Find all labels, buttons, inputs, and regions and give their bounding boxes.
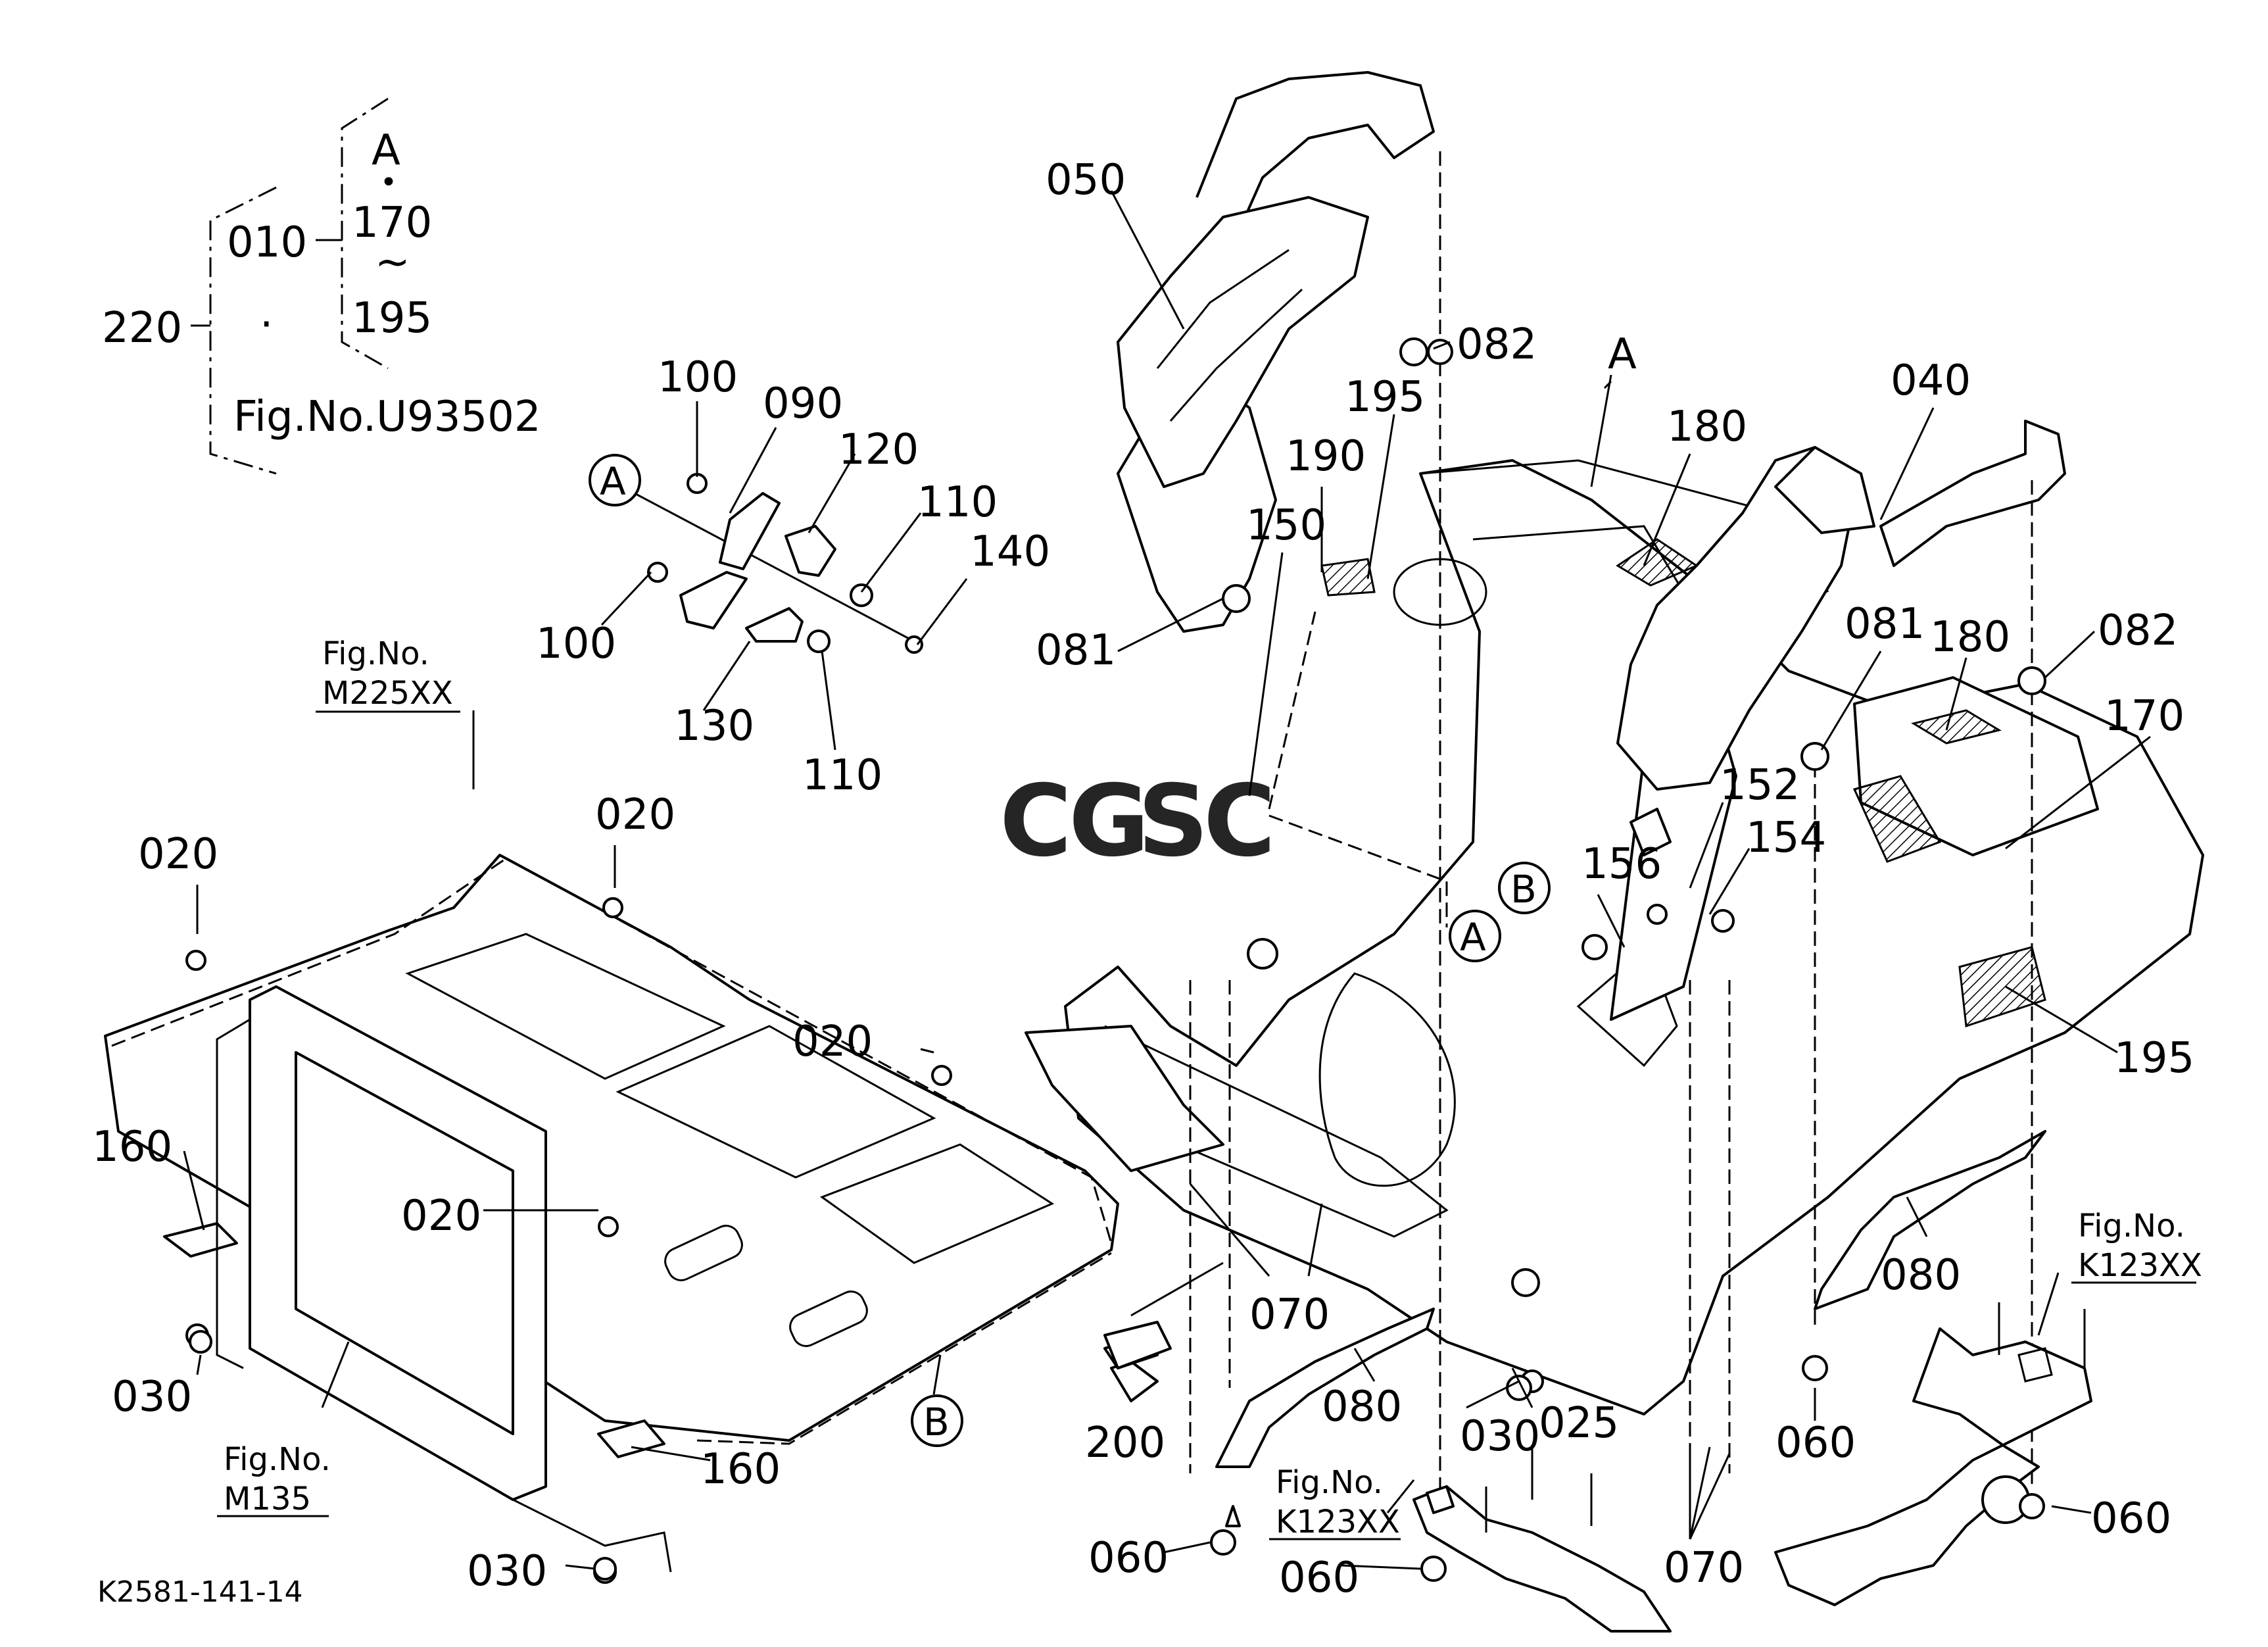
legend-inner-number: 010 xyxy=(227,218,307,267)
figure-references: Fig.No. M225XX Fig.No. M135 Fig.No. K123… xyxy=(217,635,2202,1540)
fig-ref-k123-left-label: Fig.No. xyxy=(1276,1464,1383,1501)
leader-lines xyxy=(183,190,2151,1570)
hardware xyxy=(185,337,2046,1582)
watermark-letter: C xyxy=(1000,764,1072,879)
callout-160: 160 xyxy=(92,1123,172,1171)
callout-050: 050 xyxy=(1046,156,1126,205)
callout-190: 190 xyxy=(1286,432,1366,481)
fig-ref-k123-right-number: K123XX xyxy=(2078,1247,2202,1284)
legend-dot: · xyxy=(260,301,273,349)
fig-ref-m135-number: M135 xyxy=(224,1481,311,1517)
callout-080: 080 xyxy=(1881,1251,1961,1300)
callout-150: 150 xyxy=(1246,501,1326,550)
watermark-letter: C xyxy=(1203,764,1276,879)
callout-020: 020 xyxy=(138,830,218,879)
callout-082: 082 xyxy=(2098,606,2178,655)
callout-070: 070 xyxy=(1664,1544,1744,1592)
callout-130: 130 xyxy=(674,702,754,750)
legend-range-end: 195 xyxy=(352,294,432,343)
callout-100: 100 xyxy=(658,353,738,402)
legend-fig-ref: Fig.No.U93502 xyxy=(233,393,541,441)
callout-200: 200 xyxy=(1085,1419,1165,1467)
callout-060: 060 xyxy=(1088,1534,1169,1583)
marker-a-floor-letter: A xyxy=(1460,915,1486,960)
fig-ref-m225-label: Fig.No. xyxy=(322,635,429,672)
legend-range-start: 170 xyxy=(352,199,432,247)
callout-156: 156 xyxy=(1581,840,1662,889)
linkage-k123-right xyxy=(1774,1302,2092,1606)
callout-030: 030 xyxy=(1460,1412,1540,1461)
diagram-code: K2581-141-14 xyxy=(97,1575,303,1609)
callout-170: 170 xyxy=(2104,692,2184,741)
marker-a-top: A xyxy=(1608,330,1637,379)
marker-b-floor: B xyxy=(923,1400,950,1444)
marker-b-mat: B xyxy=(1510,867,1537,912)
fig-ref-m225-number: M225XX xyxy=(322,675,453,712)
fender-deck-assembly xyxy=(1025,71,2204,1493)
fig-ref-k123-left-number: K123XX xyxy=(1276,1504,1400,1540)
callout-110: 110 xyxy=(802,751,882,800)
callout-060: 060 xyxy=(1279,1554,1359,1602)
callout-070: 070 xyxy=(1249,1291,1330,1339)
callout-025: 025 xyxy=(1539,1399,1619,1448)
callout-100: 100 xyxy=(536,620,616,668)
callout-082: 082 xyxy=(1457,320,1537,369)
linkage-k123-left xyxy=(1412,1447,1672,1633)
floor-frame xyxy=(104,854,1119,1584)
callout-180: 180 xyxy=(1667,403,1747,451)
callout-110: 110 xyxy=(917,478,998,527)
watermark-letter: G xyxy=(1069,764,1149,879)
legend-range-tilde: ~ xyxy=(375,238,410,287)
callout-140: 140 xyxy=(970,528,1050,576)
callout-040: 040 xyxy=(1891,356,1971,405)
callout-120: 120 xyxy=(838,426,919,474)
callout-020: 020 xyxy=(792,1018,873,1066)
callout-020: 020 xyxy=(595,791,675,839)
callout-090: 090 xyxy=(763,380,843,428)
callout-020: 020 xyxy=(401,1192,481,1241)
marker-a-bracket: A xyxy=(600,459,626,504)
callout-labels: 050 082 A 195 190 150 081 180 040 081 18… xyxy=(92,156,2194,1602)
callout-081: 081 xyxy=(1845,600,1925,649)
bracket-assembly: A xyxy=(589,454,923,654)
callout-195: 195 xyxy=(2114,1034,2194,1083)
legend: 220 010 · A • 170 ~ 195 Fig.No.U93502 xyxy=(102,97,541,475)
legend-range-top: A xyxy=(372,126,400,175)
callout-180: 180 xyxy=(1930,613,2010,662)
callout-030: 030 xyxy=(467,1547,547,1596)
legend-outer-number: 220 xyxy=(102,304,182,353)
fig-ref-m135-label: Fig.No. xyxy=(224,1441,331,1478)
watermark: C G S C xyxy=(1000,764,1276,879)
callout-152: 152 xyxy=(1720,761,1800,810)
watermark-letter: S xyxy=(1138,764,1209,879)
callout-154: 154 xyxy=(1746,814,1826,862)
fig-ref-k123-right-label: Fig.No. xyxy=(2078,1208,2185,1244)
callout-080: 080 xyxy=(1322,1383,1402,1431)
callout-160: 160 xyxy=(700,1445,781,1494)
callout-030: 030 xyxy=(112,1373,192,1421)
callout-060: 060 xyxy=(1775,1419,1856,1467)
legend-range-dot: • xyxy=(380,166,397,199)
callout-060: 060 xyxy=(2091,1494,2171,1543)
callout-195: 195 xyxy=(1345,373,1425,422)
callout-081: 081 xyxy=(1036,626,1116,675)
